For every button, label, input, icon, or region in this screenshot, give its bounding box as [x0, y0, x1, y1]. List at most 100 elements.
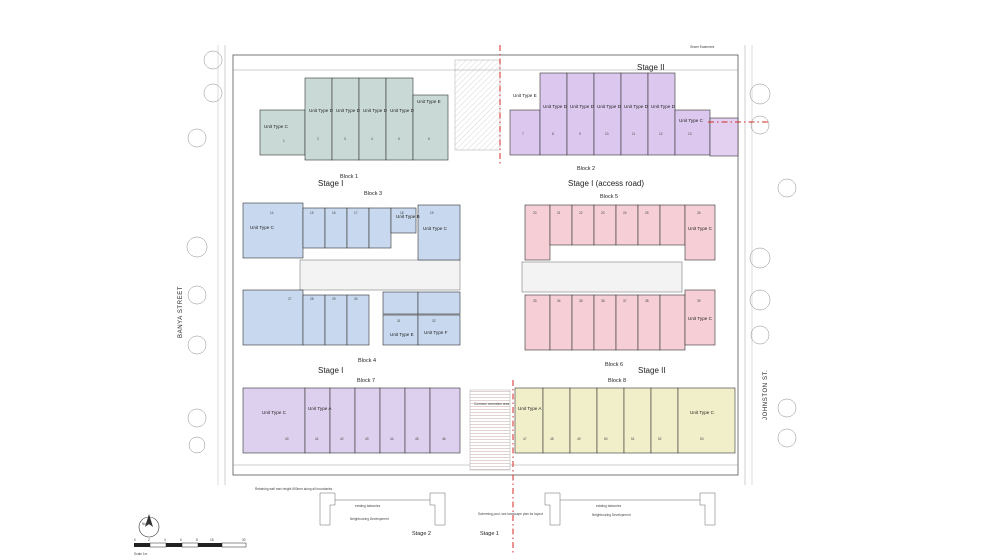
- unit-type-a-label: Unit Type A: [518, 406, 542, 411]
- unit-type-d-label: Unit Type D: [363, 108, 388, 113]
- scale-tick: 2: [148, 538, 150, 542]
- unit-type-c-label: Unit Type C: [688, 226, 713, 231]
- unit-type-b-label: Unit Type B: [396, 214, 420, 219]
- existing-balconies-label: existing balconies: [355, 504, 381, 508]
- unit-number: 36: [601, 299, 605, 303]
- unit-number: 30: [354, 297, 358, 301]
- stage-label: Stage I: [318, 179, 343, 188]
- block-4-label: Block 4: [358, 358, 376, 364]
- unit-number: 48: [550, 437, 554, 441]
- unit-type-c-label: Unit Type C: [679, 118, 704, 123]
- unit-number: 17: [354, 211, 358, 215]
- pool-area: [469, 389, 511, 471]
- unit-number: 15: [310, 211, 314, 215]
- neighbouring-development-left: [319, 492, 446, 526]
- unit-number: 24: [623, 211, 627, 215]
- unit-number: 18: [400, 211, 404, 215]
- unit-number: 3: [344, 137, 346, 141]
- unit-number: 7: [522, 132, 524, 136]
- unit-number: 20: [533, 211, 537, 215]
- unit-number: 33: [533, 299, 537, 303]
- common-area-note: Common recreation area: [474, 402, 509, 406]
- unit-type-d-label: Unit Type D: [651, 104, 676, 109]
- unit-type-d-label: Unit Type D: [543, 104, 568, 109]
- block-2-label: Block 2: [577, 166, 595, 172]
- block-1: Unit Type C Unit Type D Unit Type D Unit…: [259, 77, 449, 180]
- block-3: Unit Type C Unit Type B Unit Type C 14 1…: [242, 191, 461, 261]
- unit-number: 39: [697, 299, 701, 303]
- north-label: North: [142, 522, 150, 526]
- retaining-note: Retaining wall max height 600mm along al…: [255, 487, 333, 491]
- unit-number: 13: [688, 132, 692, 136]
- stage-label: Stage I: [318, 366, 343, 375]
- block-3-label: Block 3: [364, 191, 382, 197]
- unit-number: 45: [415, 437, 419, 441]
- block-8: Unit Type A Unit Type C 47 48 49 50 51 5…: [514, 378, 736, 454]
- unit-type-c-label: Unit Type C: [250, 225, 275, 230]
- unit-number: 11: [632, 132, 636, 136]
- stage-label: Stage 2: [412, 531, 431, 537]
- stage-label: Stage I (access road): [568, 179, 644, 188]
- north-arrow: North: [138, 514, 160, 538]
- unit-number: 21: [557, 211, 561, 215]
- street-name-west: BANYA STREET: [178, 286, 184, 338]
- site-boundary: [217, 45, 753, 485]
- block-5: Unit Type C 20 21 22 23 24 25 26 Block 5: [524, 194, 716, 261]
- common-area-top: [454, 59, 501, 151]
- unit-number: 8: [552, 132, 554, 136]
- unit-number: 29: [332, 297, 336, 301]
- existing-balconies-label: existing balconies: [596, 504, 622, 508]
- unit-number: 10: [605, 132, 609, 136]
- scale-bar: 0 2 4 6 8 18 30 Scale 1m: [134, 538, 247, 556]
- unit-number: 23: [601, 211, 605, 215]
- unit-number: 35: [579, 299, 583, 303]
- scale-tick: 6: [180, 538, 182, 542]
- unit-type-a-label: Unit Type A: [308, 406, 332, 411]
- scale-tick: 30: [242, 538, 246, 542]
- stage-boundary-lines: [499, 45, 770, 555]
- block-7: Unit Type C Unit Type A 40 41 42 43 44 4…: [242, 378, 461, 454]
- swimming-note: Swimming pool, see landscape plan for la…: [478, 512, 543, 516]
- neighbouring-development-label: Neighbouring Development: [592, 513, 631, 517]
- unit-number: 4: [371, 137, 373, 141]
- unit-number: 41: [315, 437, 319, 441]
- unit-number: 16: [332, 211, 336, 215]
- block-2: Unit Type E Unit Type D Unit Type D Unit…: [509, 72, 739, 172]
- unit-number: 49: [577, 437, 581, 441]
- scale-label: Scale 1m: [134, 552, 148, 556]
- central-courtyard-east: [521, 261, 683, 293]
- street-trees: [186, 50, 797, 454]
- unit-number: 43: [365, 437, 369, 441]
- neighbouring-development-right: [544, 492, 716, 526]
- unit-type-c-label: Unit Type C: [264, 124, 289, 129]
- unit-number: 27: [288, 297, 292, 301]
- unit-type-d-label: Unit Type D: [390, 108, 415, 113]
- central-courtyard-west: [299, 259, 461, 291]
- sewer-note: Sewer Easement: [690, 45, 714, 49]
- unit-type-c-label: Unit Type C: [688, 316, 713, 321]
- unit-number: 14: [270, 211, 274, 215]
- unit-number: 32: [432, 319, 436, 323]
- unit-number: 46: [442, 437, 446, 441]
- unit-number: 2: [317, 137, 319, 141]
- stage-label: Stage II: [638, 366, 666, 375]
- block-6: Unit Type C 33 34 35 36 37 38 39 Block 6: [524, 289, 716, 368]
- unit-number: 1: [283, 139, 285, 143]
- unit-type-e-label: Unit Type E: [513, 93, 537, 98]
- unit-type-d-label: Unit Type D: [309, 108, 334, 113]
- scale-tick: 8: [196, 538, 198, 542]
- scale-tick: 18: [210, 538, 214, 542]
- block-5-label: Block 5: [600, 194, 618, 200]
- unit-type-c-label: Unit Type C: [262, 410, 287, 415]
- unit-type-d-label: Unit Type D: [570, 104, 595, 109]
- block-8-label: Block 8: [608, 378, 626, 384]
- block-4: Unit Type E Unit Type F 27 28 29 30 31 3…: [242, 289, 461, 364]
- unit-type-e-label: Unit Type E: [417, 99, 441, 104]
- unit-type-d-label: Unit Type D: [597, 104, 622, 109]
- unit-number: 51: [631, 437, 635, 441]
- unit-number: 40: [285, 437, 289, 441]
- block-1-label: Block 1: [340, 174, 358, 180]
- unit-number: 19: [430, 211, 434, 215]
- street-name-east: JOHNSTON ST.: [763, 370, 769, 420]
- unit-type-d-label: Unit Type D: [336, 108, 361, 113]
